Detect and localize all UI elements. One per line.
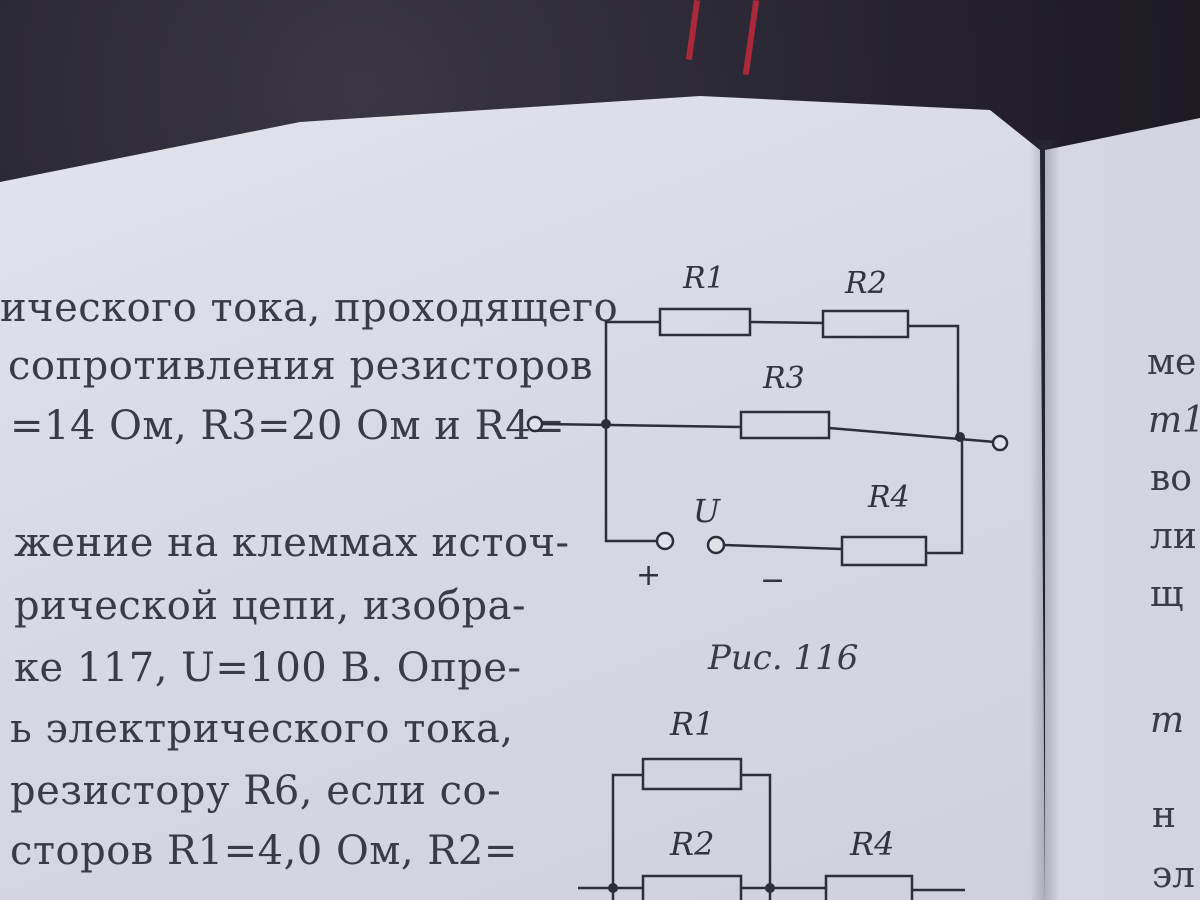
resistor-r3 (739, 410, 831, 440)
resistor-r4 (824, 874, 914, 900)
right-text-line: во (1150, 458, 1192, 499)
figure-caption: Рис. 116 (708, 638, 859, 678)
right-text-line: эл (1152, 855, 1196, 896)
right-text-line: ли (1150, 516, 1197, 557)
text-line: рической цепи, изобра- (14, 583, 526, 629)
label-r4-117: R4 (849, 825, 894, 863)
right-text-line: ме (1147, 342, 1197, 383)
label-u: U (693, 492, 721, 530)
input-terminal (526, 415, 544, 433)
minus-terminal (706, 535, 726, 555)
book-gutter (1030, 140, 1060, 900)
right-text-line: m1 (1148, 400, 1200, 441)
wire (908, 324, 960, 437)
resistor-r1 (641, 757, 743, 791)
label-r2-117: R2 (669, 825, 714, 863)
label-plus: + (636, 558, 661, 593)
circuit-116 (540, 307, 996, 567)
right-text-line: щ (1150, 574, 1184, 615)
text-line: ического тока, проходящего (0, 285, 619, 331)
label-r1: R1 (682, 261, 725, 296)
resistor-r2 (641, 874, 743, 900)
terminals (526, 415, 1009, 555)
wire (604, 424, 660, 543)
label-r1-117: R1 (669, 705, 714, 743)
output-terminal (991, 434, 1009, 452)
text-line: резистору R6, если со- (10, 768, 502, 814)
wire (741, 773, 772, 900)
junction-dot (765, 883, 775, 893)
label-minus: − (760, 563, 785, 598)
junction-dot (601, 419, 611, 429)
wire (540, 422, 742, 429)
right-text-line: m (1150, 700, 1185, 741)
right-text-line: н (1152, 795, 1176, 836)
text-line: сторов R1=4,0 Ом, R2= (10, 828, 518, 874)
wire (611, 773, 643, 900)
wire (604, 320, 660, 424)
junction-dot (955, 432, 965, 442)
label-r4: R4 (867, 480, 910, 515)
text-line: ь электрического тока, (10, 706, 514, 752)
text-line: жение на клеммах источ- (14, 520, 570, 566)
junctions (601, 419, 965, 442)
text-line: =14 Ом, R3=20 Ом и R4= (10, 403, 566, 449)
junctions-117 (608, 883, 775, 893)
wire (749, 320, 824, 325)
circuit-117 (578, 757, 965, 900)
plus-terminal (655, 531, 675, 551)
wire (723, 543, 843, 551)
resistor-r2 (821, 309, 910, 339)
resistor-r1 (658, 307, 752, 337)
label-r3: R3 (762, 361, 805, 396)
wire (926, 437, 964, 555)
text-line: сопротивления резисторов (8, 343, 594, 389)
label-r2: R2 (844, 266, 887, 301)
resistor-r4 (840, 535, 928, 567)
wire (828, 426, 996, 444)
junction-dot (608, 883, 618, 893)
text-line: ке 117, U=100 В. Опре- (14, 645, 522, 691)
